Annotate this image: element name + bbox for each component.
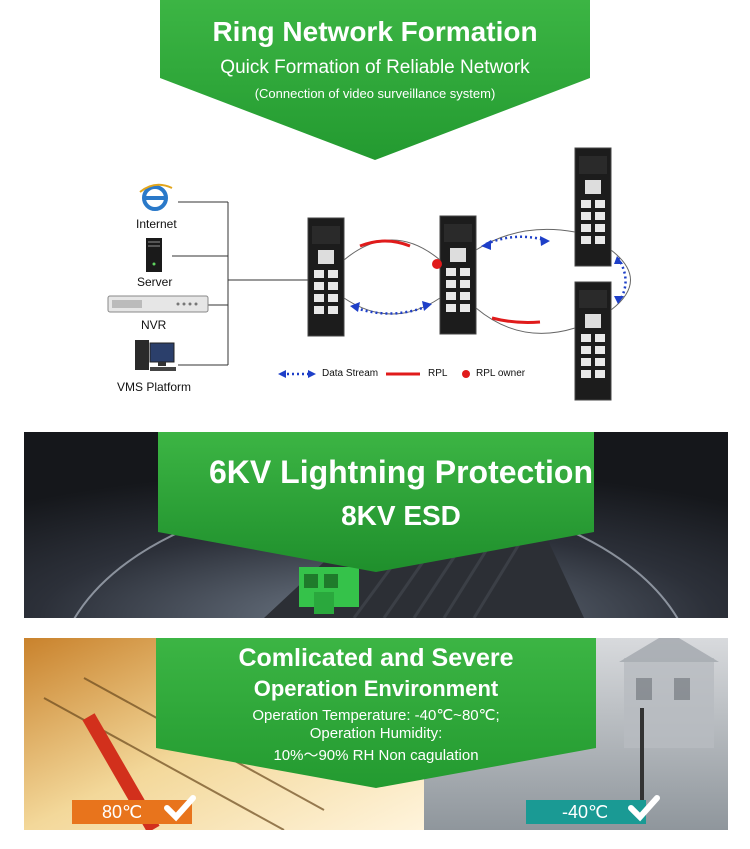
lightning-title: 6KV Lightning Protection: [209, 454, 593, 490]
ring-subtitle: Quick Formation of Reliable Network: [220, 57, 530, 78]
rpl-owner-dot: [432, 259, 442, 269]
ring-title: Ring Network Formation: [212, 16, 538, 47]
nvr-recorder-icon: [107, 295, 209, 313]
ring-note: (Connection of video surveillance system…: [254, 86, 496, 101]
environment-subtitle: Operation Environment: [253, 676, 499, 701]
environment-temperature: Operation Temperature: -40℃~80℃;: [252, 707, 500, 724]
legend-data-stream: Data Stream: [322, 368, 379, 379]
legend: [278, 370, 470, 378]
switch-2: [439, 215, 477, 335]
switch-3: [574, 147, 612, 267]
environment-section: Comlicated and Severe Operation Environm…: [24, 638, 728, 830]
hot-check-icon: [164, 795, 196, 822]
cold-check-icon: [628, 795, 660, 822]
environment-title: Comlicated and Severe: [238, 644, 514, 672]
switch-1: [307, 217, 345, 337]
device-label-server: Server: [137, 275, 173, 289]
lightning-subtitle: 8KV ESD: [341, 500, 461, 531]
legend-rpl: RPL: [428, 368, 448, 379]
device-links: [172, 201, 308, 366]
switch-4: [574, 281, 612, 401]
environment-humidity-label: Operation Humidity:: [309, 725, 443, 742]
environment-humidity-value: 10%～90% RH Non cagulation: [273, 747, 479, 764]
device-label-internet: Internet: [136, 217, 177, 231]
device-label-nvr: NVR: [141, 318, 167, 332]
server-tower-icon: [146, 238, 162, 272]
ring-banner: [160, 0, 590, 160]
ring-diagram: Internet Server NVR VMS Platform Data St…: [0, 140, 750, 410]
internet-explorer-icon: [139, 183, 173, 211]
device-label-vms: VMS Platform: [117, 380, 192, 394]
computer-workstation-icon: [135, 340, 176, 371]
lightning-section: 6KV Lightning Protection 8KV ESD: [24, 432, 728, 618]
legend-rpl-owner: RPL owner: [476, 368, 526, 379]
cold-temperature-badge: -40℃: [526, 800, 646, 824]
terminal-block-icon: [299, 567, 359, 614]
rpl-lines: [359, 239, 541, 324]
